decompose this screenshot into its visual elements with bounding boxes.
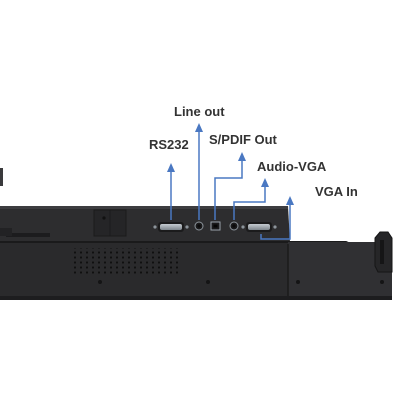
rs232-arrow	[167, 163, 175, 220]
cable-stub	[0, 168, 3, 186]
line-out-label: Line out	[174, 104, 225, 119]
audio-vga-arrow	[233, 178, 269, 220]
callout-arrows	[167, 123, 294, 240]
audio-vga-label: Audio-VGA	[257, 159, 327, 174]
stand-bracket	[374, 231, 393, 273]
chassis-screw	[206, 280, 210, 284]
vent-grille	[70, 248, 180, 274]
connector-ports	[153, 221, 277, 232]
chassis-screw-top	[102, 216, 106, 220]
spdif-out-label: S/PDIF Out	[209, 132, 278, 147]
line-out-arrow	[195, 123, 203, 220]
audio-vga-port	[229, 221, 239, 231]
chassis-screw	[98, 280, 102, 284]
chassis-left-notch	[6, 233, 50, 237]
callout-labels: Line out RS232 S/PDIF Out Audio-VGA VGA …	[149, 104, 358, 199]
rs232-label: RS232	[149, 137, 189, 152]
line-out-port	[194, 221, 204, 231]
chassis-left-slot	[0, 228, 12, 236]
chassis-screw	[380, 280, 384, 284]
chassis-bottom-edge	[0, 296, 392, 300]
chassis-upper-body	[0, 206, 290, 242]
spdif-out-port	[210, 221, 221, 231]
vga-in-label: VGA In	[315, 184, 358, 199]
vga-in-port	[241, 222, 277, 232]
vga-in-arrow	[260, 196, 294, 240]
chassis-top-edge	[0, 206, 288, 209]
spdif-out-arrow	[214, 152, 246, 220]
chassis-screw	[296, 280, 300, 284]
display-chassis	[0, 206, 393, 300]
stand-bracket-slot	[380, 240, 384, 264]
rs232-port	[153, 222, 189, 232]
